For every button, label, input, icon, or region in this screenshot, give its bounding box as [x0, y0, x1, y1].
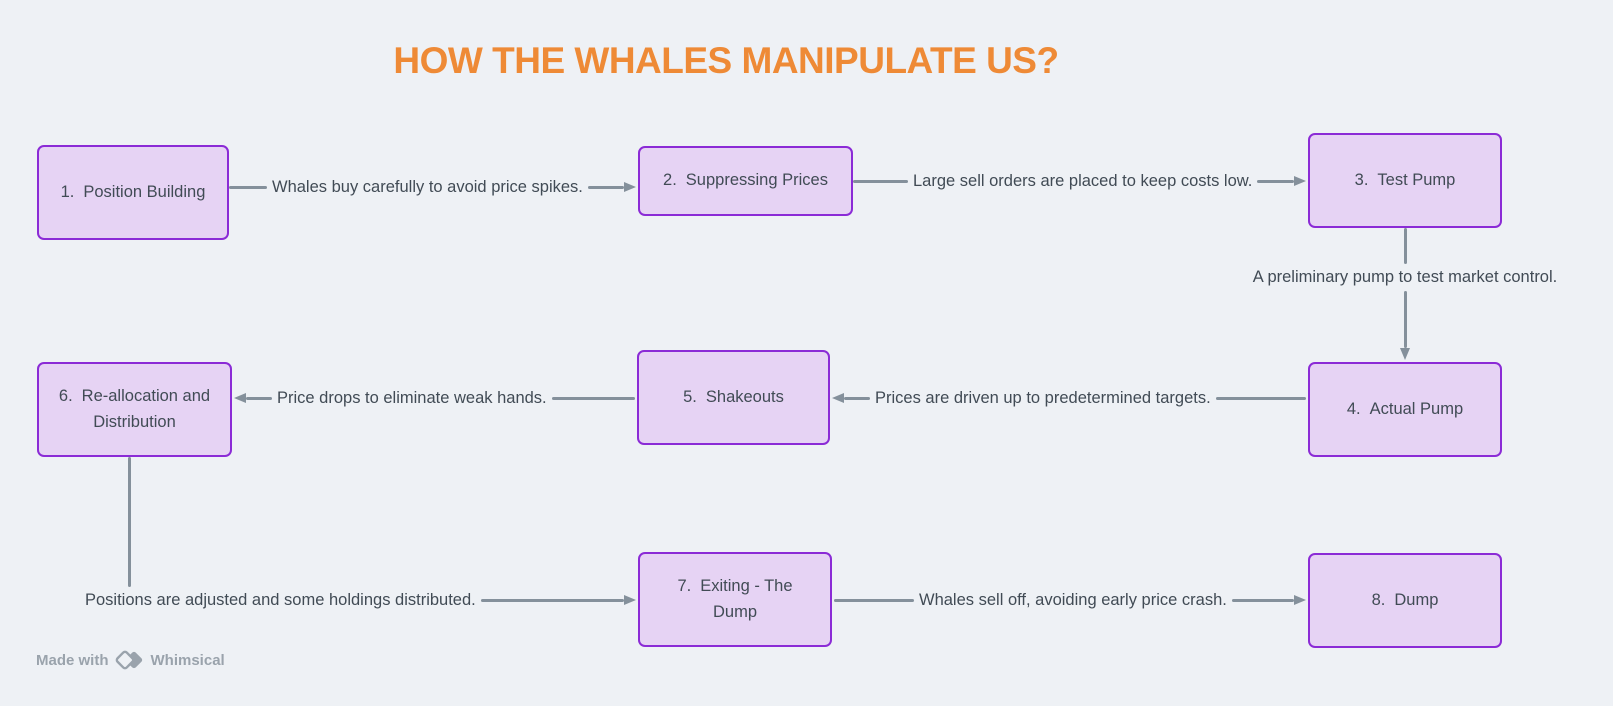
node-text: 6. Re-allocation and Distribution	[54, 384, 216, 435]
arrowhead-left-icon	[832, 393, 844, 403]
arrowhead-right-icon	[624, 595, 636, 605]
connector-1-2: Whales buy carefully to avoid price spik…	[229, 175, 636, 199]
node-text: 8. Dump	[1372, 588, 1439, 614]
node-number: 1.	[60, 182, 75, 201]
node-label: Position Building	[83, 182, 206, 201]
node-number: 3.	[1354, 170, 1369, 189]
connector-5-6: Price drops to eliminate weak hands.	[234, 386, 635, 410]
connector-6-7-vertical-line	[128, 457, 131, 587]
node-label: Suppressing Prices	[685, 171, 828, 190]
arrowhead-down-icon	[1400, 348, 1410, 360]
connector-line	[1403, 228, 1407, 264]
node-number: 7.	[677, 576, 692, 595]
connector-line	[246, 396, 272, 400]
connector-label: Prices are driven up to predetermined ta…	[875, 388, 1211, 407]
node-reallocation-distribution: 6. Re-allocation and Distribution	[37, 362, 232, 457]
node-number: 8.	[1371, 590, 1386, 609]
connector-label: Price drops to eliminate weak hands.	[277, 388, 547, 407]
node-text: 4. Actual Pump	[1347, 397, 1463, 423]
arrowhead-right-icon	[624, 182, 636, 192]
connector-label: Large sell orders are placed to keep cos…	[913, 171, 1253, 190]
node-label: Actual Pump	[1369, 399, 1464, 418]
node-label: Test Pump	[1377, 170, 1456, 189]
node-test-pump: 3. Test Pump	[1308, 133, 1502, 228]
connector-line	[853, 179, 908, 183]
connector-line	[587, 185, 624, 189]
connector-2-3: Large sell orders are placed to keep cos…	[853, 169, 1306, 193]
connector-line	[1231, 598, 1294, 602]
node-shakeouts: 5. Shakeouts	[637, 350, 830, 445]
node-text: 1. Position Building	[61, 180, 206, 206]
whimsical-watermark-link[interactable]: Made with Whimsical	[36, 648, 225, 672]
connector-line	[1257, 179, 1294, 183]
connector-line	[229, 185, 267, 189]
connector-6-7: Positions are adjusted and some holdings…	[85, 588, 636, 612]
arrowhead-left-icon	[234, 393, 246, 403]
connector-line	[551, 396, 635, 400]
node-label: Exiting - The Dump	[700, 576, 793, 621]
connector-4-5: Prices are driven up to predetermined ta…	[832, 386, 1306, 410]
connector-line	[1215, 396, 1306, 400]
connector-label: Positions are adjusted and some holdings…	[85, 590, 476, 609]
diagram-title: HOW THE WHALES MANIPULATE US?	[393, 40, 1059, 81]
connector-7-8: Whales sell off, avoiding early price cr…	[834, 588, 1306, 612]
node-suppressing-prices: 2. Suppressing Prices	[638, 146, 853, 216]
watermark-brand-text: Whimsical	[150, 651, 225, 669]
node-number: 4.	[1346, 399, 1361, 418]
connector-line	[844, 396, 870, 400]
node-position-building: 1. Position Building	[37, 145, 229, 240]
connector-line	[834, 598, 914, 602]
connector-label: Whales sell off, avoiding early price cr…	[919, 590, 1227, 609]
arrowhead-right-icon	[1294, 176, 1306, 186]
node-exiting-the-dump: 7. Exiting - The Dump	[638, 552, 832, 647]
node-number: 6.	[58, 386, 73, 405]
node-text: 7. Exiting - The Dump	[667, 574, 803, 625]
node-number: 2.	[663, 171, 677, 190]
node-label: Dump	[1394, 590, 1439, 609]
node-text: 2. Suppressing Prices	[663, 168, 828, 194]
connector-line	[480, 598, 624, 602]
connector-label: Whales buy carefully to avoid price spik…	[272, 177, 583, 196]
node-label: Re-allocation and Distribution	[81, 386, 211, 431]
node-text: 3. Test Pump	[1355, 168, 1456, 194]
arrowhead-right-icon	[1294, 595, 1306, 605]
connector-label: A preliminary pump to test market contro…	[1252, 268, 1558, 286]
connector-line	[1403, 291, 1407, 348]
whimsical-logo-icon	[115, 648, 145, 672]
node-text: 5. Shakeouts	[683, 385, 784, 411]
watermark-made-with-text: Made with	[36, 651, 109, 669]
node-label: Shakeouts	[705, 387, 784, 406]
node-number: 5.	[683, 387, 697, 406]
node-dump: 8. Dump	[1308, 553, 1502, 648]
node-actual-pump: 4. Actual Pump	[1308, 362, 1502, 457]
